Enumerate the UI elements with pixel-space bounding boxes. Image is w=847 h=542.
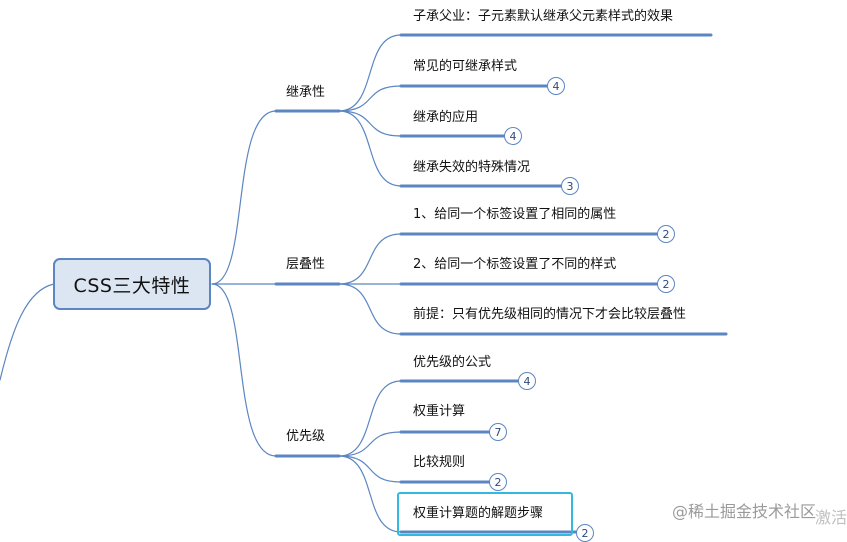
activation-overlay: 激活 [815, 508, 847, 527]
badge-count: 4 [552, 79, 560, 93]
leaf-label: 比较规则 [413, 455, 466, 470]
leaf-label: 权重计算题的解题步骤 [413, 506, 544, 521]
root-label: CSS三大特性 [73, 274, 191, 297]
collapse-count-badge[interactable]: 7 [489, 423, 507, 441]
collapse-count-badge[interactable]: 2 [657, 275, 675, 293]
watermark: @稀土掘金技术社区 [672, 502, 817, 521]
collapse-count-badge[interactable]: 4 [504, 127, 522, 145]
branch-to-leaf-connector [338, 110, 402, 187]
selection-highlight [397, 492, 573, 536]
badge-count: 4 [523, 374, 531, 388]
collapse-count-badge[interactable]: 3 [561, 177, 579, 195]
leaf-label: 子承父业：子元素默认继承父元素样式的效果 [413, 9, 674, 24]
badge-count: 3 [566, 179, 574, 193]
badge-count: 7 [494, 425, 502, 439]
leaf-label: 优先级的公式 [413, 355, 492, 370]
badge-count: 2 [662, 277, 670, 291]
branch-to-leaf-connector [338, 380, 402, 457]
leaf-label: 常见的可继承样式 [413, 59, 518, 74]
collapse-count-badge[interactable]: 2 [576, 524, 594, 542]
branch-to-leaf-connector [338, 85, 402, 112]
branch-cascade[interactable]: 层叠性 [286, 257, 325, 273]
leaf-label: 前提：只有优先级相同的情况下才会比较层叠性 [413, 307, 687, 322]
branch-to-leaf-connector [338, 34, 402, 112]
branch-specificity[interactable]: 优先级 [286, 429, 325, 445]
branch-inheritance[interactable]: 继承性 [286, 85, 325, 101]
leaf-label: 2、给同一个标签设置了不同的样式 [413, 257, 617, 272]
badge-count: 4 [509, 129, 517, 143]
leaf-same-property[interactable]: 1、给同一个标签设置了相同的属性 [413, 207, 616, 223]
badge-count: 2 [581, 526, 589, 540]
collapse-count-badge[interactable]: 4 [547, 77, 565, 95]
collapse-count-badge[interactable]: 2 [489, 473, 507, 491]
leaf-label: 1、给同一个标签设置了相同的属性 [413, 207, 617, 222]
leaf-specificity-formula[interactable]: 优先级的公式 [413, 355, 491, 371]
leaf-label: 继承的应用 [413, 110, 479, 125]
root-to-branch-connector [211, 283, 277, 457]
branch-to-leaf-connector [338, 455, 402, 533]
branch-label: 层叠性 [286, 257, 326, 272]
collapse-count-badge[interactable]: 4 [518, 372, 536, 390]
branch-to-leaf-connector [338, 431, 402, 457]
badge-count: 2 [662, 227, 670, 241]
leaf-weight-calc[interactable]: 权重计算 [413, 404, 465, 420]
branch-to-leaf-connector [338, 455, 402, 483]
leaf-common-inheritable[interactable]: 常见的可继承样式 [413, 59, 517, 75]
leaf-compare-rules[interactable]: 比较规则 [413, 455, 465, 471]
branch-label: 继承性 [286, 85, 326, 100]
branch-label: 优先级 [286, 429, 326, 444]
leaf-label: 权重计算 [413, 404, 466, 419]
branch-to-leaf-connector [338, 233, 402, 285]
leaf-label: 继承失效的特殊情况 [413, 160, 531, 175]
root-to-branch-connector [211, 110, 277, 285]
leaf-inherit-failure[interactable]: 继承失效的特殊情况 [413, 160, 530, 176]
leaf-different-style[interactable]: 2、给同一个标签设置了不同的样式 [413, 257, 616, 273]
leaf-cascade-premise[interactable]: 前提：只有优先级相同的情况下才会比较层叠性 [413, 307, 686, 323]
leaf-weight-steps[interactable]: 权重计算题的解题步骤 [413, 506, 543, 522]
leaf-inherit-usage[interactable]: 继承的应用 [413, 110, 478, 126]
root-node[interactable]: CSS三大特性 [53, 258, 211, 310]
branch-to-leaf-connector [338, 283, 402, 335]
root-incoming-connector [0, 283, 55, 381]
branch-to-leaf-connector [338, 110, 402, 137]
leaf-inherit-definition[interactable]: 子承父业：子元素默认继承父元素样式的效果 [413, 9, 673, 25]
badge-count: 2 [494, 475, 502, 489]
collapse-count-badge[interactable]: 2 [657, 225, 675, 243]
